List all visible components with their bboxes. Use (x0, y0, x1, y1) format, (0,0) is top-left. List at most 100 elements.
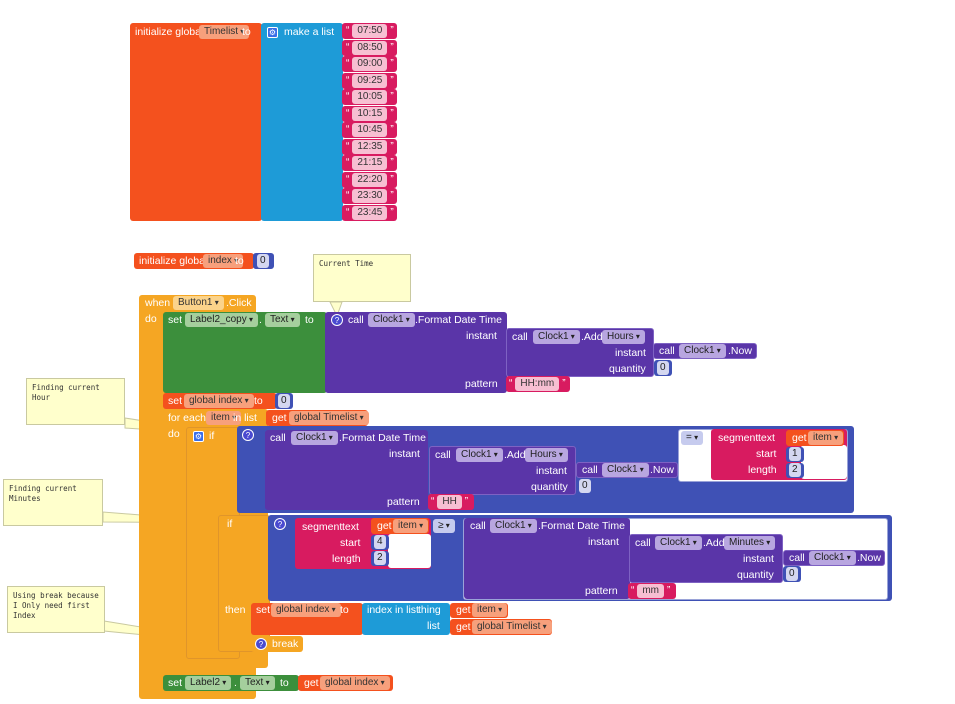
if1-pattern-value[interactable]: HH (437, 495, 462, 509)
init-timelist-block[interactable]: initialize global Timelist to (130, 23, 262, 221)
index-var-name[interactable]: index (203, 254, 244, 268)
timelist-item-block[interactable]: “10:45” (342, 122, 397, 138)
if2-start-value[interactable]: 4 (374, 535, 386, 549)
comment-current-time[interactable]: Current Time (313, 254, 411, 302)
compare-op-1[interactable]: = (681, 431, 704, 445)
if2-item-var[interactable]: item (393, 519, 429, 533)
if2-clock-dropdown[interactable]: Clock1 (490, 519, 537, 533)
set-component-label2copy[interactable]: Label2_copy (185, 313, 258, 327)
init-index-block[interactable]: initialize global index to (134, 253, 254, 269)
timelist-item-block[interactable]: “22:20” (342, 171, 397, 188)
set-index-block[interactable]: set global index to (163, 393, 277, 409)
timelist-item-block[interactable]: “08:50” (342, 39, 397, 56)
set-index-number[interactable]: 0 (275, 393, 293, 409)
timelist-item-value[interactable]: 23:45 (352, 205, 388, 220)
timelist-item-value[interactable]: 09:00 (352, 57, 388, 71)
then-set-index[interactable]: set global index to (251, 603, 363, 635)
segment-block-2[interactable]: segment text start length (295, 518, 431, 569)
add-unit-dropdown[interactable]: Hours (602, 330, 645, 344)
if1-length-number[interactable]: 2 (786, 463, 804, 478)
timelist-item-value[interactable]: 21:15 (352, 156, 388, 170)
timelist-item-value[interactable]: 12:35 (352, 139, 388, 154)
if-mutator-gear-icon[interactable]: ⚙ (193, 431, 204, 442)
timelist-item-value[interactable]: 08:50 (352, 40, 388, 55)
quantity-number-1[interactable]: 0 (654, 360, 672, 376)
if1-start-value[interactable]: 1 (789, 447, 801, 461)
if1-item-var[interactable]: item (808, 431, 844, 445)
if2-get-item[interactable]: get item (371, 518, 429, 534)
timelist-item-block[interactable]: “21:15” (342, 155, 397, 171)
set-label2-var[interactable]: global index (320, 676, 390, 690)
if1-start-number[interactable]: 1 (786, 447, 804, 462)
if1-length-value[interactable]: 2 (789, 463, 801, 477)
add-minutes-block[interactable]: call Clock1 .Add Minutes instant quantit… (629, 534, 783, 583)
if1-get-item[interactable]: get item (786, 430, 844, 446)
timelist-item-block[interactable]: “07:50” (342, 23, 397, 39)
timelist-item-block[interactable]: “10:05” (342, 89, 397, 105)
if2-add-clock[interactable]: Clock1 (655, 536, 702, 550)
pattern-string-1[interactable]: “HH:mm” (506, 376, 570, 392)
if2-length-number[interactable]: 2 (371, 551, 389, 566)
quantity-number-3[interactable]: 0 (783, 566, 801, 582)
set-label2-component[interactable]: Label2 (185, 676, 232, 690)
timelist-item-value[interactable]: 07:50 (352, 24, 388, 38)
thing-get-item[interactable]: get item (450, 603, 508, 618)
index-in-list-block[interactable]: index in list thing list (362, 603, 450, 635)
make-list-block[interactable]: ⚙ make a list (261, 23, 343, 221)
if1-now-clock[interactable]: Clock1 (602, 463, 649, 477)
timelist-item-block[interactable]: “10:15” (342, 105, 397, 122)
init-index-value[interactable]: 0 (257, 254, 269, 268)
if2-now-clock[interactable]: Clock1 (809, 551, 856, 565)
foreach-get-list[interactable]: get global Timelist (266, 410, 369, 426)
init-index-number-block[interactable]: 0 (253, 253, 274, 269)
timelist-item-value[interactable]: 10:05 (352, 90, 388, 104)
if2-pattern-value[interactable]: mm (637, 584, 665, 598)
timelist-item-block[interactable]: “09:00” (342, 56, 397, 72)
timelist-item-value[interactable]: 09:25 (352, 73, 388, 88)
set-label2-get-index[interactable]: get global index (298, 675, 393, 691)
format-datetime-block-3[interactable]: call Clock1 .Format Date Time instant pa… (464, 518, 630, 599)
foreach-list-var[interactable]: global Timelist (289, 411, 369, 425)
set-index-var[interactable]: global index (184, 394, 254, 408)
timelist-item-block[interactable]: “23:45” (342, 204, 397, 221)
compare2-question-icon[interactable]: ? (274, 518, 286, 530)
format-datetime-block-2[interactable]: call Clock1 .Format Date Time instant pa… (265, 430, 428, 510)
timelist-item-value[interactable]: 23:30 (352, 189, 388, 203)
break-block[interactable]: ? break (251, 636, 303, 652)
quantity-number-2[interactable]: 0 (576, 478, 594, 494)
comment-using-break[interactable]: Using break because I Only need first In… (7, 586, 105, 633)
now-block-2[interactable]: call Clock1 .Now (576, 462, 678, 478)
if1-add-clock[interactable]: Clock1 (456, 448, 503, 462)
timelist-item-block[interactable]: “09:25” (342, 72, 397, 89)
pattern-string-3[interactable]: “mm” (628, 583, 676, 599)
set-label2-block[interactable]: set Label2 . Text to (163, 675, 299, 691)
now-block-3[interactable]: call Clock1 .Now (783, 550, 885, 566)
now-clock-dropdown[interactable]: Clock1 (679, 344, 726, 358)
if2-quantity-value[interactable]: 0 (786, 567, 798, 581)
pattern-value[interactable]: HH:mm (515, 377, 560, 391)
pattern-string-2[interactable]: “HH” (428, 494, 474, 510)
timelist-item-value[interactable]: 10:45 (352, 123, 388, 137)
list-get-timelist[interactable]: get global Timelist (450, 619, 552, 635)
if2-add-unit[interactable]: Minutes (724, 536, 776, 550)
now-block-1[interactable]: call Clock1 .Now (653, 343, 757, 359)
format-datetime-block-1[interactable]: ? call Clock1 .Format Date Time instant … (325, 312, 507, 393)
if1-add-unit[interactable]: Hours (525, 448, 568, 462)
mutator-gear-icon[interactable]: ⚙ (267, 27, 278, 38)
add-hours-block-1[interactable]: call Clock1 .Add Hours instant quantity (506, 328, 654, 377)
timelist-item-block[interactable]: “12:35” (342, 138, 397, 155)
if2-start-number[interactable]: 4 (371, 535, 389, 550)
compare-question-icon[interactable]: ? (242, 429, 254, 441)
list-timelist-var[interactable]: global Timelist (472, 620, 552, 634)
timelist-item-block[interactable]: “23:30” (342, 188, 397, 204)
foreach-item-var[interactable]: item (206, 411, 242, 425)
then-set-var[interactable]: global index (271, 603, 341, 617)
set-label2copy-block[interactable]: set Label2_copy . Text to (163, 312, 327, 393)
break-question-icon[interactable]: ? (255, 638, 267, 650)
add-hours-block-2[interactable]: call Clock1 .Add Hours instant quantity (429, 446, 576, 495)
timelist-item-value[interactable]: 22:20 (352, 172, 388, 187)
add-clock-dropdown[interactable]: Clock1 (533, 330, 580, 344)
thing-item-var[interactable]: item (472, 603, 508, 617)
comment-finding-hour[interactable]: Finding current Hour (26, 378, 125, 425)
question-icon[interactable]: ? (331, 314, 343, 326)
